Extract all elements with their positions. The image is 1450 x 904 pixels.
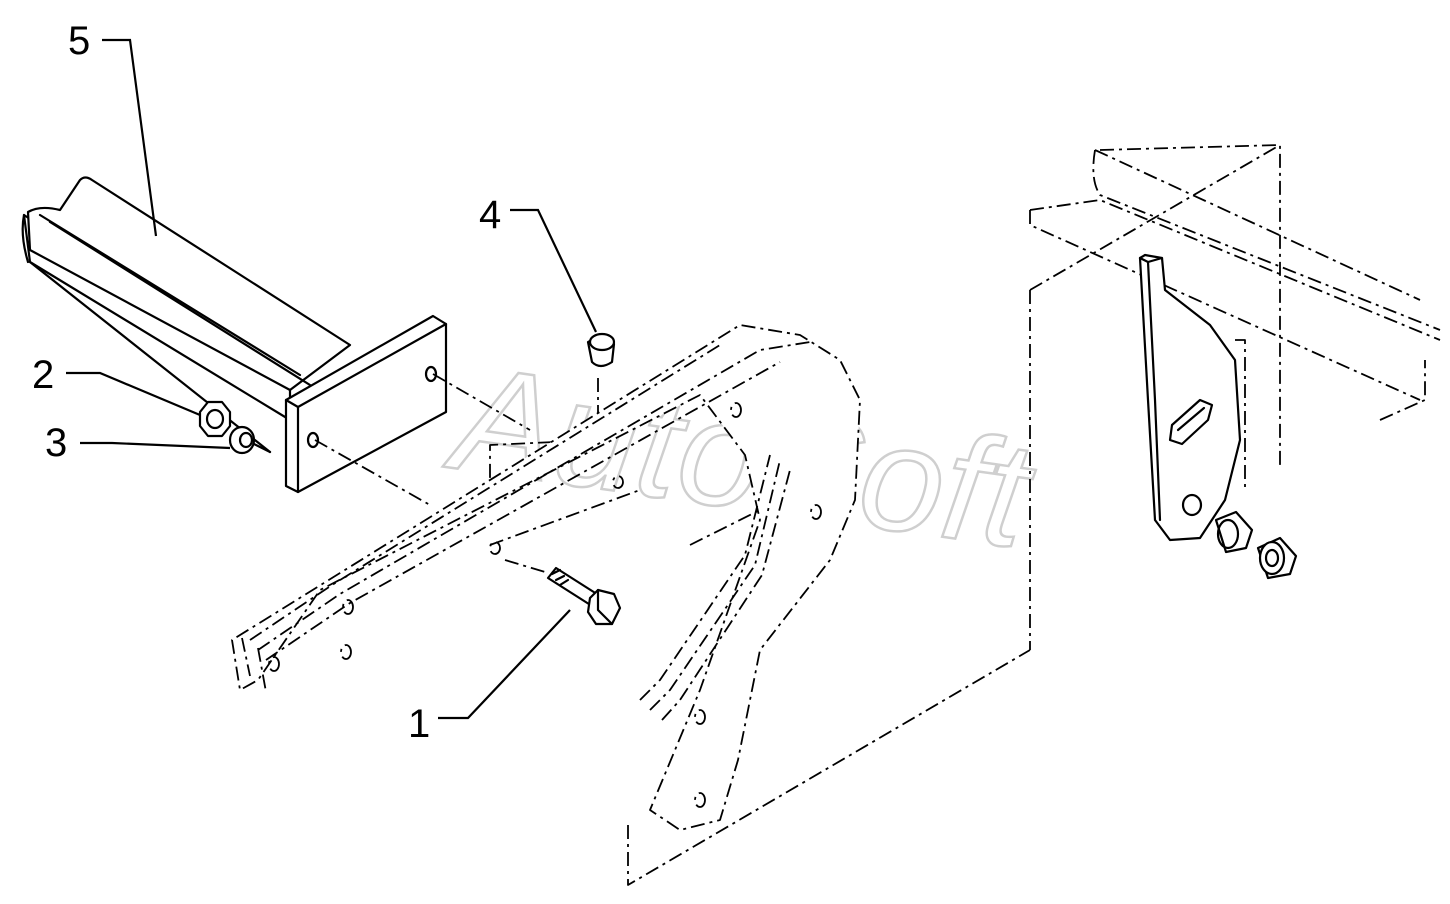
callout-label-5: 5 bbox=[68, 19, 90, 63]
part-3-washer bbox=[228, 425, 272, 455]
callout-2: 2 bbox=[32, 353, 201, 417]
dashed-bracket bbox=[231, 324, 1031, 886]
callout-1: 1 bbox=[408, 609, 571, 746]
callout-label-1: 1 bbox=[408, 702, 430, 746]
callout-3: 3 bbox=[45, 421, 231, 465]
right-bushings bbox=[1214, 510, 1298, 580]
dashed-frame-rail bbox=[1029, 144, 1441, 650]
part-4-bushing bbox=[489, 332, 616, 490]
right-bracket-plate bbox=[1138, 253, 1246, 542]
callout-4: 4 bbox=[479, 193, 597, 333]
callout-5: 5 bbox=[68, 19, 158, 237]
callout-label-4: 4 bbox=[479, 193, 501, 237]
part-1-bolt bbox=[546, 566, 622, 626]
assembly-lines bbox=[314, 373, 761, 573]
callout-label-2: 2 bbox=[32, 353, 54, 397]
part-5-beam bbox=[21, 176, 448, 494]
callout-label-3: 3 bbox=[45, 421, 67, 465]
part-2-nut bbox=[198, 400, 232, 438]
